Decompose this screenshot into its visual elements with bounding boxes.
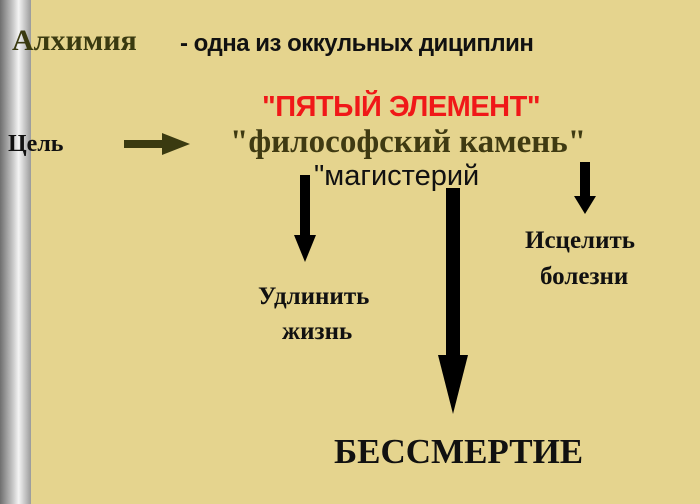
magisterium-label: "магистерий xyxy=(314,160,480,192)
title-word: Алхимия xyxy=(12,24,137,57)
outcome-heal-line1: Исцелить xyxy=(525,227,635,254)
goal-arrow xyxy=(124,133,190,155)
arrow-immortality xyxy=(438,188,468,414)
outcome-heal-line2: болезни xyxy=(540,263,629,290)
title-rest: - одна из оккульных дициплин xyxy=(180,30,534,57)
outcome-immortality: БЕССМЕРТИЕ xyxy=(334,432,584,471)
goal-label: Цель xyxy=(8,131,64,157)
arrow-extend-life xyxy=(294,175,316,262)
fifth-element-label: "ПЯТЫЙ ЭЛЕМЕНТ" xyxy=(262,91,541,123)
arrow-heal xyxy=(574,162,596,214)
outcome-extend-life-line2: жизнь xyxy=(282,318,353,345)
philosopher-stone-label: "философский камень" xyxy=(230,124,587,160)
left-edge-bar xyxy=(0,0,31,504)
outcome-extend-life-line1: Удлинить xyxy=(258,283,370,310)
